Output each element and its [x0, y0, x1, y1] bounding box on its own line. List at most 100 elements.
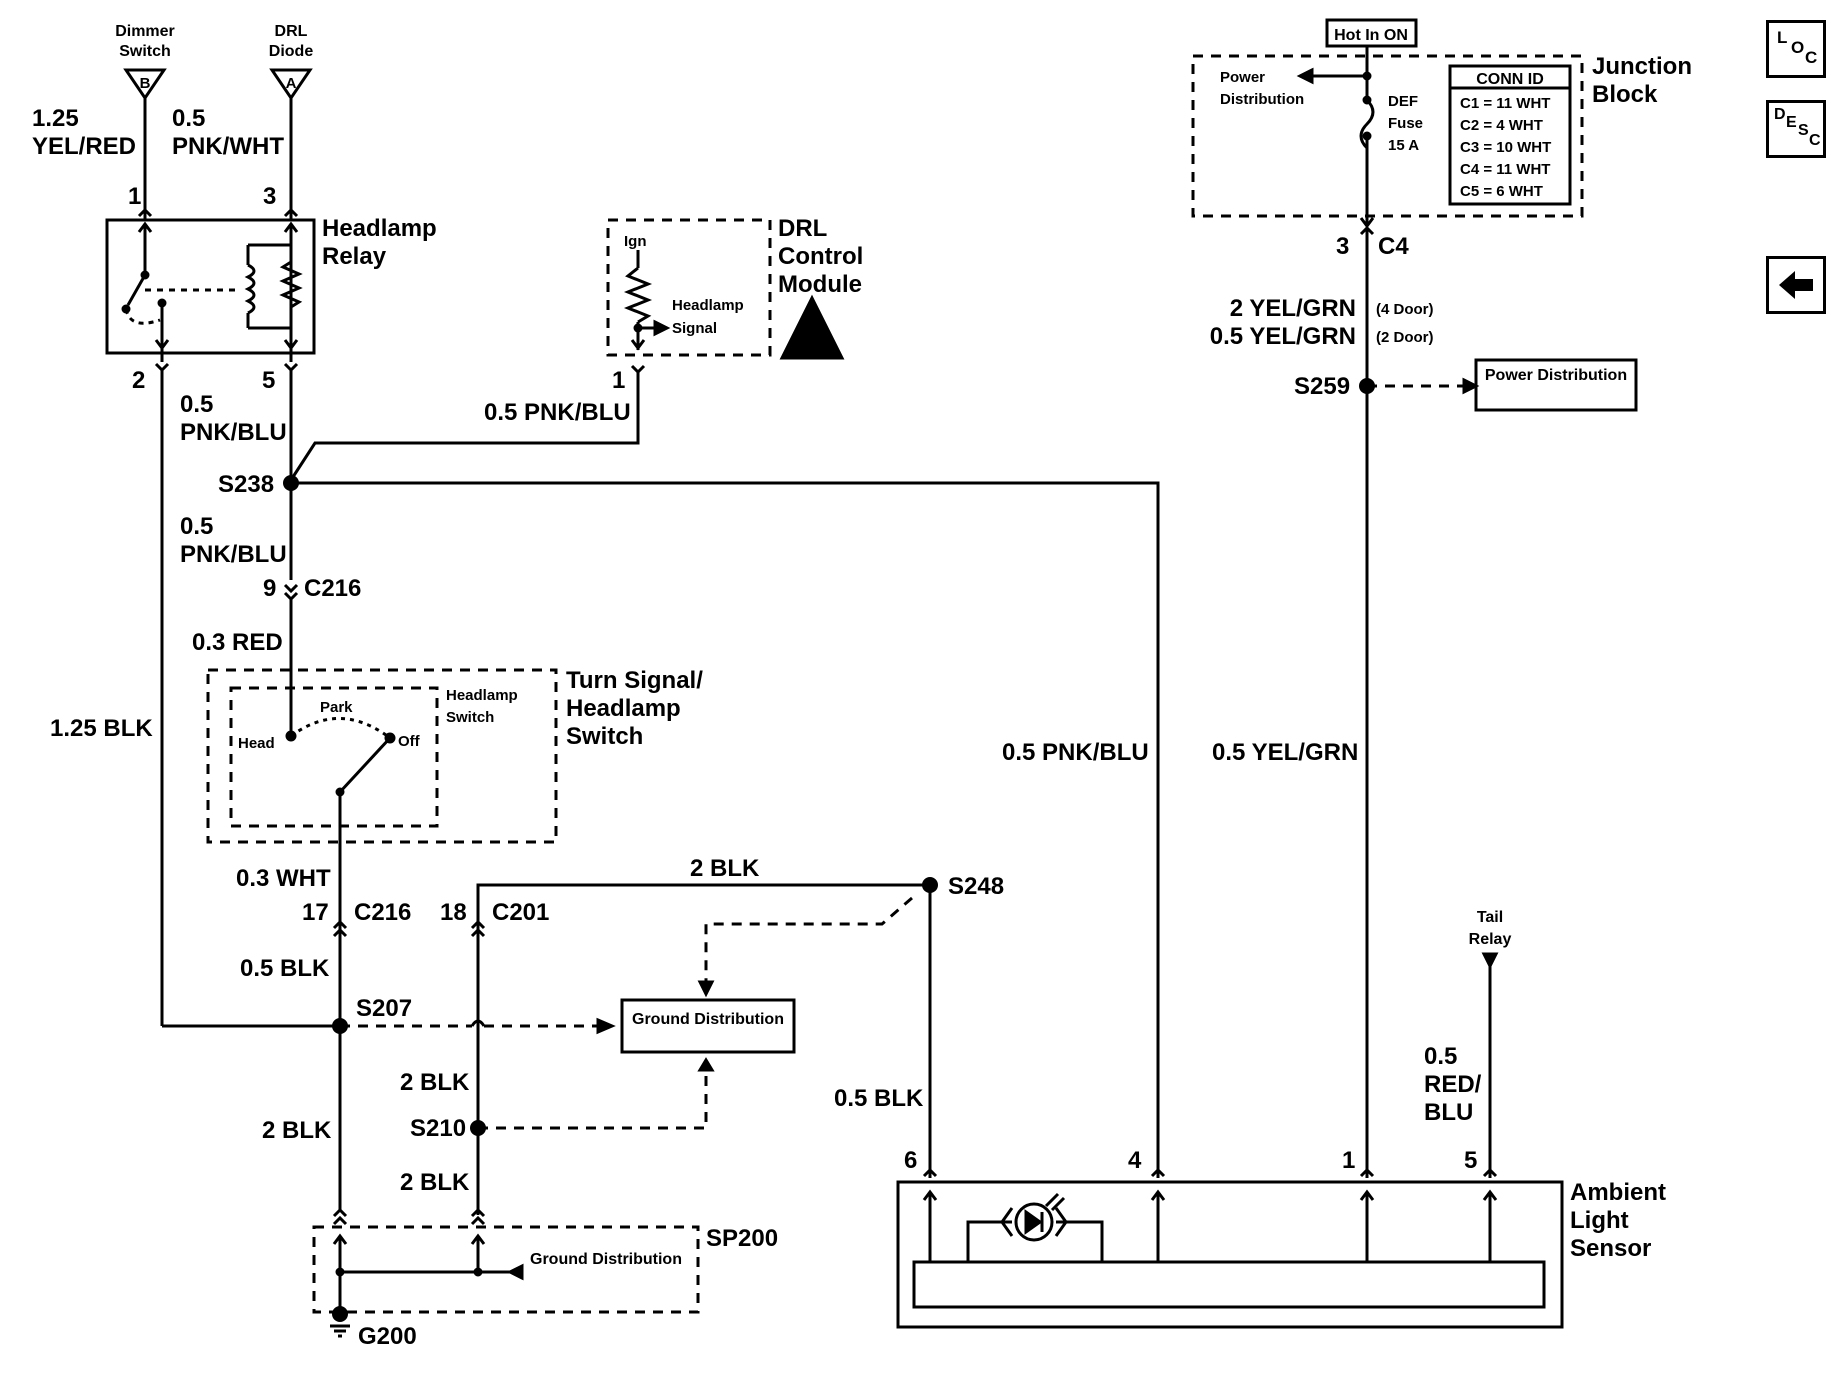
conn-id-title: CONN ID: [1476, 71, 1544, 88]
back-arrow-icon: [1779, 271, 1813, 299]
esd-warning-icon: [779, 294, 845, 360]
drl-diode-pin-label: A: [286, 75, 297, 92]
drl-module-label: DRL: [778, 215, 827, 242]
pin-label: 2: [132, 367, 145, 394]
pin-label: 4: [1128, 1147, 1142, 1174]
headlamp-relay-box: [105, 218, 316, 355]
wire-note: (2 Door): [1376, 329, 1434, 346]
wire-size-label: 0.5: [180, 513, 213, 540]
wire-label: 0.5 BLK: [240, 955, 330, 982]
wire-color-label: YEL/RED: [32, 133, 136, 160]
wire-label: 0.3 RED: [192, 629, 283, 656]
pin-label: 1: [612, 367, 625, 394]
conn-id-row: C4 = 11 WHT: [1460, 161, 1550, 178]
connector-label: C4: [1378, 233, 1409, 260]
splice-s238: [283, 475, 299, 491]
switch-position-label: Head: [238, 735, 275, 752]
splice-label: S238: [218, 471, 274, 498]
wire-color-label: PNK/BLU: [180, 419, 287, 446]
pin-label: 1: [128, 183, 141, 210]
splice-g200: [332, 1306, 348, 1322]
desc-letter: D: [1774, 106, 1786, 123]
ground-distribution-label: Ground Distribution: [530, 1251, 682, 1268]
pin-label: 1: [1342, 1147, 1355, 1174]
loc-letter: O: [1791, 38, 1805, 57]
sp200-box: [312, 1225, 700, 1314]
wire-label: 0.5 YEL/GRN: [1210, 323, 1356, 350]
back-button[interactable]: [1766, 256, 1826, 314]
drl-ign-label: Ign: [624, 233, 647, 250]
turn-signal-headlamp-switch-box: [206, 668, 558, 844]
drl-module-label: Control: [778, 243, 863, 270]
connector-label: C201: [492, 899, 549, 926]
wire-color-label: PNK/WHT: [172, 133, 284, 160]
pin-label: 5: [262, 367, 275, 394]
hot-in-on-label: Hot In ON: [1334, 27, 1408, 44]
desc-button[interactable]: D E S C: [1766, 100, 1826, 158]
switch-position-label: Off: [398, 733, 421, 750]
wire-size-label: 0.5: [172, 105, 205, 132]
ambient-light-sensor-label: Sensor: [1570, 1235, 1651, 1262]
conn-id-row: C5 = 6 WHT: [1460, 183, 1543, 200]
ambient-light-sensor-box: [896, 1180, 1564, 1329]
wire-color-label: RED/: [1424, 1071, 1482, 1098]
wire-label: 0.5 YEL/GRN: [1212, 739, 1358, 766]
drl-control-module-box: [606, 218, 772, 357]
pin-label: 18: [440, 899, 467, 926]
pin-label: 17: [302, 899, 329, 926]
connector-label: C216: [304, 575, 361, 602]
pin-label: 3: [263, 183, 276, 210]
fuse-label: 15 A: [1388, 137, 1419, 154]
dimmer-pin-label: B: [140, 75, 151, 92]
desc-letter: E: [1786, 114, 1797, 131]
ground-distribution-box: [620, 998, 796, 1054]
splice-label: SP200: [706, 1225, 778, 1252]
switch-position-label: Park: [320, 699, 353, 716]
dimmer-switch-connector-icon: [123, 68, 167, 101]
headlamp-relay-label: Relay: [322, 243, 387, 270]
headlamp-relay-label: Headlamp: [322, 215, 437, 242]
wire-label: 0.5 BLK: [834, 1085, 924, 1112]
splice-label: G200: [358, 1323, 417, 1350]
junction-block-label: Block: [1592, 81, 1658, 108]
loc-button[interactable]: L O C: [1766, 20, 1826, 78]
pin-label: 6: [904, 1147, 917, 1174]
drl-diode-connector-icon: [269, 68, 313, 101]
loc-letter: C: [1805, 48, 1818, 67]
splice-label: S207: [356, 995, 412, 1022]
wire-label: 2 BLK: [262, 1117, 332, 1144]
wire-color-label: PNK/BLU: [180, 541, 287, 568]
connector-label: C216: [354, 899, 411, 926]
splice-label: S248: [948, 873, 1004, 900]
ambient-light-sensor-label: Light: [1570, 1207, 1629, 1234]
wire-label: 0.3 WHT: [236, 865, 331, 892]
loc-letter: L: [1777, 28, 1788, 47]
wire-label: 0.5 PNK/BLU: [484, 399, 631, 426]
splice-s259: [1359, 378, 1375, 394]
drl-module-label: Module: [778, 271, 862, 298]
conn-id-row: C3 = 10 WHT: [1460, 139, 1551, 156]
wire-size-label: 0.5: [180, 391, 213, 418]
pin-label: 9: [263, 575, 276, 602]
hot-in-on-box: [1325, 18, 1418, 48]
ambient-light-sensor-label: Ambient: [1570, 1179, 1666, 1206]
jb-power-distribution-label: Power: [1220, 69, 1265, 86]
headlamp-switch-inner-box: [229, 686, 439, 828]
conn-id-row: C2 = 4 WHT: [1460, 117, 1543, 134]
headlamp-switch-label: Headlamp: [446, 687, 518, 704]
junction-block-label: Junction: [1592, 53, 1692, 80]
headlamp-switch-label: Switch: [446, 709, 494, 726]
junction-block-box: [1191, 54, 1584, 218]
power-distribution-box: [1474, 358, 1638, 412]
turn-signal-switch-label: Headlamp: [566, 695, 681, 722]
drl-headlamp-signal-label: Signal: [672, 320, 717, 337]
turn-signal-switch-label: Turn Signal/: [566, 667, 703, 694]
wire-size-label: 0.5: [1424, 1043, 1457, 1070]
fuse-label: Fuse: [1388, 115, 1423, 132]
splice-label: S259: [1294, 373, 1350, 400]
desc-letter: S: [1798, 122, 1809, 139]
tail-relay-label: Tail: [1477, 909, 1503, 926]
conn-id-table: [1448, 64, 1572, 206]
